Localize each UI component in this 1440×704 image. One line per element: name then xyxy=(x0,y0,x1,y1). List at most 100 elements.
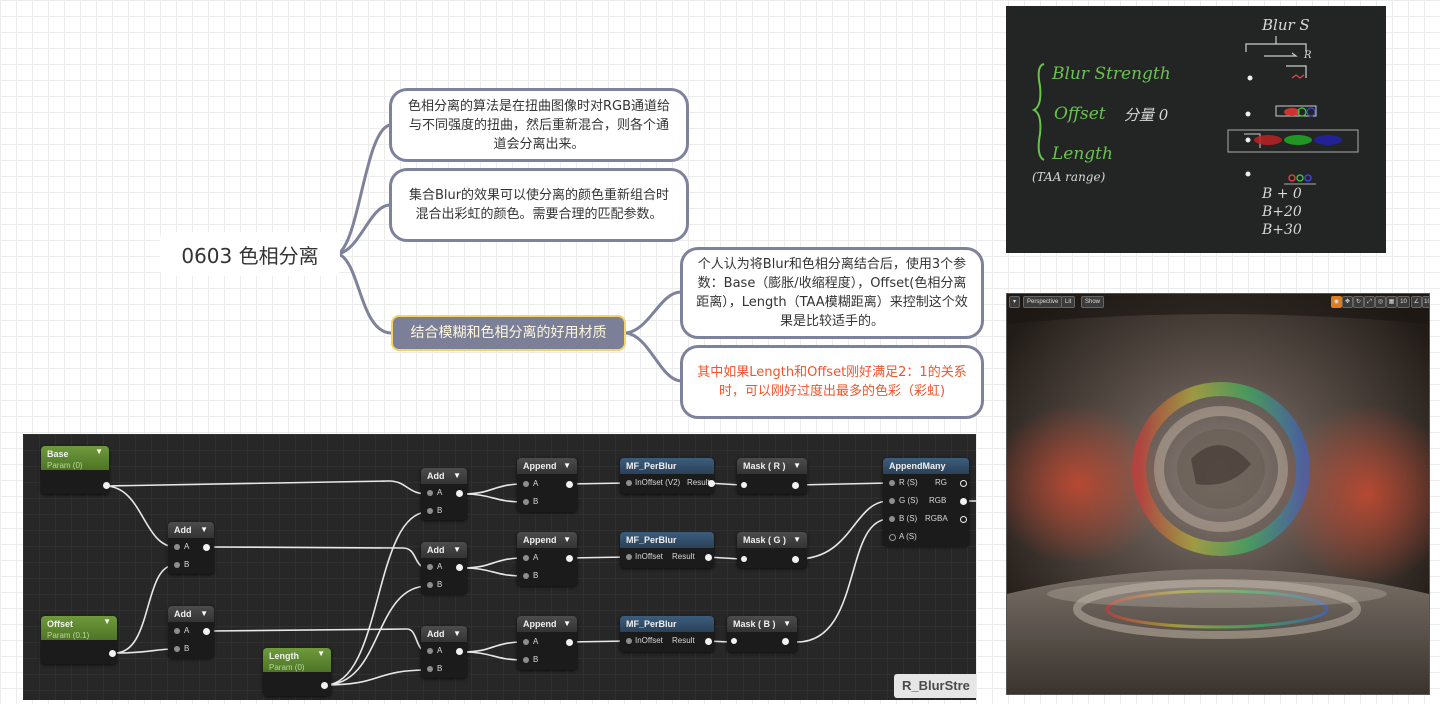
node-mask-r-output-pin[interactable] xyxy=(792,482,799,489)
node-mask-r[interactable]: Mask ( R )▼ xyxy=(737,458,807,494)
mindmap-node-algorithm[interactable]: 色相分离的算法是在扭曲图像时对RGB通道给与不同强度的扭曲，然后重新混合，则各个… xyxy=(389,88,689,162)
node-appendmany-pin-rs[interactable] xyxy=(889,480,895,486)
node-append-bottom[interactable]: Append▼ A B xyxy=(517,616,577,670)
node-mask-b-input-pin[interactable] xyxy=(731,638,737,644)
mindmap-node-parameters[interactable]: 个人认为将Blur和色相分离结合后，使用3个参数：Base（膨胀/收缩程度），O… xyxy=(680,247,984,339)
node-append-mid-pin-b[interactable] xyxy=(523,573,529,579)
node-offset-output-pin[interactable] xyxy=(109,650,116,657)
node-base-output-pin[interactable] xyxy=(103,482,110,489)
node-add-2-pin-b[interactable] xyxy=(174,646,180,652)
node-perblur-top[interactable]: MF_PerBlur InOffset (V2) Result xyxy=(620,458,715,494)
node-add-2-label-b: B xyxy=(184,644,190,653)
node-add-1-output-pin[interactable] xyxy=(203,544,210,551)
node-add-bottom-pin-a[interactable] xyxy=(427,648,433,654)
node-append-mid-title: Append xyxy=(523,535,557,545)
node-append-mid-output-pin[interactable] xyxy=(566,555,573,562)
node-perblur-bottom[interactable]: MF_PerBlur InOffset Result xyxy=(620,616,714,652)
viewport-world-icon[interactable]: ◎ xyxy=(1375,296,1386,308)
node-perblur-mid-pin-inoffset[interactable] xyxy=(626,554,632,560)
node-add-bottom-pin-b[interactable] xyxy=(427,666,433,672)
node-add-1-collapse-icon[interactable]: ▼ xyxy=(200,525,208,534)
node-mask-g[interactable]: Mask ( G )▼ xyxy=(737,532,807,568)
node-perblur-bottom-pin-inoffset[interactable] xyxy=(626,638,632,644)
mindmap-node-ratio-note[interactable]: 其中如果Length和Offset刚好满足2：1的关系时，可以刚好过度出最多的色… xyxy=(680,345,984,419)
node-add-top-collapse-icon[interactable]: ▼ xyxy=(453,471,461,480)
node-appendmany-rgb-pin[interactable] xyxy=(960,498,967,505)
node-add-mid[interactable]: Add▼ A B xyxy=(421,542,467,594)
node-append-bottom-pin-a[interactable] xyxy=(523,639,529,645)
node-appendmany-rg-pin[interactable] xyxy=(960,480,967,487)
viewport-realtime-icon[interactable]: ◉ xyxy=(1331,296,1342,308)
node-mask-g-input-pin[interactable] xyxy=(741,556,747,562)
node-perblur-top-output-pin[interactable] xyxy=(708,480,715,487)
viewport-menu-icon[interactable]: ▾ xyxy=(1009,296,1020,308)
viewport-perspective-button[interactable]: Perspective xyxy=(1023,296,1063,308)
node-mask-b-output-pin[interactable] xyxy=(782,638,789,645)
node-appendmany-pin-bs[interactable] xyxy=(889,516,895,522)
node-perblur-bottom-output-pin[interactable] xyxy=(705,638,712,645)
node-mask-r-input-pin[interactable] xyxy=(741,482,747,488)
mindmap-node-blur[interactable]: 集合Blur的效果可以使分离的颜色重新组合时混合出彩虹的颜色。需要合理的匹配参数… xyxy=(389,168,689,242)
viewport-grid-icon[interactable]: ▦ xyxy=(1386,296,1397,308)
node-mask-b-collapse-icon[interactable]: ▼ xyxy=(783,619,791,628)
node-add-bottom[interactable]: Add▼ A B xyxy=(421,626,467,678)
mindmap-root[interactable]: 0603 色相分离 xyxy=(160,232,340,276)
viewport-rot-value[interactable]: 10 xyxy=(1422,296,1429,308)
node-add-mid-output-pin[interactable] xyxy=(456,564,463,571)
node-append-top-pin-a[interactable] xyxy=(523,481,529,487)
node-add-2-collapse-icon[interactable]: ▼ xyxy=(200,609,208,618)
node-append-mid-collapse-icon[interactable]: ▼ xyxy=(563,535,571,544)
node-add-bottom-output-pin[interactable] xyxy=(456,648,463,655)
node-offset-collapse-icon[interactable]: ▼ xyxy=(103,617,111,626)
node-add-mid-pin-a[interactable] xyxy=(427,564,433,570)
node-add-mid-collapse-icon[interactable]: ▼ xyxy=(453,545,461,554)
node-append-mid[interactable]: Append▼ A B xyxy=(517,532,577,586)
node-add-top-pin-b[interactable] xyxy=(427,508,433,514)
viewport-rotate-icon[interactable]: ↻ xyxy=(1353,296,1364,308)
node-appendmany-rgba-pin[interactable] xyxy=(960,516,967,523)
node-add-top[interactable]: Add▼ A B xyxy=(421,468,467,520)
node-append-bottom-pin-b[interactable] xyxy=(523,657,529,663)
node-add-2[interactable]: Add▼ A B xyxy=(168,606,214,658)
node-add-1-pin-a[interactable] xyxy=(174,544,180,550)
mindmap-node-material[interactable]: 结合模糊和色相分离的好用材质 xyxy=(391,315,626,351)
viewport-move-icon[interactable]: ✥ xyxy=(1342,296,1353,308)
node-add-1[interactable]: Add▼ A B xyxy=(168,522,214,574)
node-mask-g-output-pin[interactable] xyxy=(792,556,799,563)
viewport-show-button[interactable]: Show xyxy=(1081,296,1105,308)
node-append-top-pin-b[interactable] xyxy=(523,499,529,505)
node-length-collapse-icon[interactable]: ▼ xyxy=(317,649,325,658)
node-mask-r-collapse-icon[interactable]: ▼ xyxy=(793,461,801,470)
node-append-bottom-collapse-icon[interactable]: ▼ xyxy=(563,619,571,628)
node-appendmany-pin-gs[interactable] xyxy=(889,498,895,504)
node-appendmany[interactable]: AppendMany R (S) RG G (S) RGB B (S) RGBA… xyxy=(883,458,969,546)
node-add-mid-pin-b[interactable] xyxy=(427,582,433,588)
node-add-top-pin-a[interactable] xyxy=(427,490,433,496)
node-append-top-output-pin[interactable] xyxy=(566,481,573,488)
node-add-1-pin-b[interactable] xyxy=(174,562,180,568)
node-append-top[interactable]: Append▼ A B xyxy=(517,458,577,512)
viewport-lit-button[interactable]: Lit xyxy=(1061,296,1076,308)
node-perblur-mid-output-pin[interactable] xyxy=(705,554,712,561)
viewport-grid-value[interactable]: 10 xyxy=(1397,296,1410,308)
node-base-collapse-icon[interactable]: ▼ xyxy=(95,447,103,456)
node-perblur-mid[interactable]: MF_PerBlur InOffset Result xyxy=(620,532,714,568)
node-mask-b[interactable]: Mask ( B )▼ xyxy=(727,616,797,652)
viewport-angle-icon[interactable]: ∠ xyxy=(1411,296,1422,308)
node-add-top-output-pin[interactable] xyxy=(456,490,463,497)
node-add-bottom-collapse-icon[interactable]: ▼ xyxy=(453,629,461,638)
node-append-top-collapse-icon[interactable]: ▼ xyxy=(563,461,571,470)
node-mask-g-collapse-icon[interactable]: ▼ xyxy=(793,535,801,544)
node-append-mid-pin-a[interactable] xyxy=(523,555,529,561)
node-appendmany-pin-as[interactable] xyxy=(889,534,896,541)
viewport-scale-icon[interactable]: ⤢ xyxy=(1364,296,1375,308)
node-length-output-pin[interactable] xyxy=(321,682,328,689)
node-add-2-pin-a[interactable] xyxy=(174,628,180,634)
node-append-bottom-output-pin[interactable] xyxy=(566,639,573,646)
node-perblur-top-pin-inoffset[interactable] xyxy=(626,480,632,486)
node-add-2-output-pin[interactable] xyxy=(203,628,210,635)
